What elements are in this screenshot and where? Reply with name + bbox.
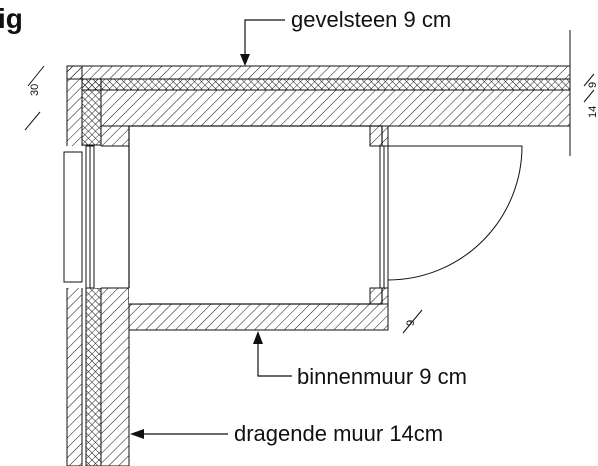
- load-bearing-wall: [100, 89, 571, 466]
- dimension-tick-inner-wall: [402, 309, 423, 334]
- load-bearing-wall-leader: [130, 429, 228, 439]
- facing-brick-leader: [240, 19, 285, 66]
- facing-brick-label: gevelsteen 9 cm: [291, 7, 451, 32]
- heading-fragment: ig: [0, 3, 23, 34]
- room-outline: [128, 125, 383, 305]
- window-frame: [62, 145, 129, 289]
- dimension-right-bottom-label: 14: [587, 106, 598, 118]
- dimension-tick-cavity: [24, 65, 45, 131]
- inner-wall-label: binnenmuur 9 cm: [297, 364, 467, 389]
- dimension-inner-wall-label: 9: [405, 320, 417, 326]
- inner-wall-leader: [253, 331, 292, 377]
- dimension-right-top-label: 9: [587, 82, 598, 88]
- inner-wall: [128, 287, 389, 331]
- door: [379, 145, 523, 289]
- load-bearing-wall-label: dragende muur 14cm: [234, 421, 443, 446]
- dimension-cavity-label: 30: [29, 84, 41, 96]
- insulation-layer: [81, 78, 571, 466]
- dimension-ticks-right: [583, 73, 595, 103]
